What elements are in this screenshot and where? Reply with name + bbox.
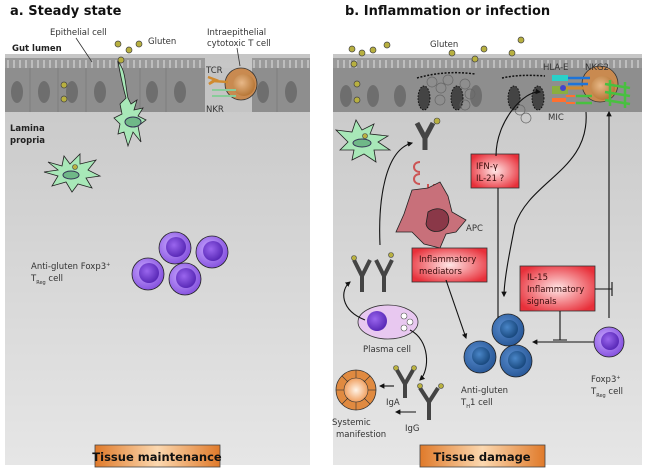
gluten-particles-a [60, 40, 143, 103]
pathway-arrows [343, 88, 613, 415]
antibody-pair-icon [351, 252, 394, 292]
panel-a-title: a. Steady state [10, 4, 122, 19]
dendritic-cell-icon [43, 153, 102, 193]
th1-cell-cluster-icon [463, 313, 533, 378]
panel-b-title: b. Inflammation or infection [345, 4, 550, 19]
igg-label: IgG [405, 424, 420, 434]
epithelial-cell-label: Epithelial cell [50, 28, 107, 38]
dendritic-cell-icon [334, 119, 392, 163]
nkr-label: NKR [206, 105, 224, 115]
tissue-maintenance-label: Tissue maintenance [92, 450, 222, 464]
iel-label-line2: cytotoxic T cell [207, 39, 271, 49]
gluten-label-b: Gluten [430, 40, 458, 50]
tissue-damage-label: Tissue damage [433, 450, 530, 464]
foxp3-label: Foxp3+ [591, 375, 621, 385]
iga-label: IgA [386, 398, 400, 408]
inflammatory-signals-label-1: Inflammatory [527, 285, 584, 295]
ifn-gamma-label: IFN-γ [476, 162, 498, 172]
activated-iel-icon [552, 65, 631, 108]
dendritic-cell-icon [113, 60, 147, 148]
tissue-damage-box [419, 444, 546, 468]
apc-label: APC [466, 224, 483, 234]
th1-label-2: TH1 cell [460, 398, 493, 410]
treg-label-a-line1: Anti-gluten Foxp3+ [31, 262, 110, 272]
il-21-label: IL-21 ? [476, 174, 504, 184]
nkg2-label: NKG2 [585, 63, 609, 73]
treg-cell-cluster-icon [131, 231, 229, 296]
panel-a-background [5, 54, 310, 465]
iga-icon [393, 365, 417, 398]
mic-label: MIC [548, 113, 564, 123]
panel-a: a. Steady state Gut lumen Epithelial cel… [5, 4, 310, 468]
gluten-particles-b [348, 36, 525, 104]
tcr-label: TCR [205, 66, 223, 76]
igg-icon [417, 383, 444, 420]
panel-b-background [333, 54, 642, 465]
inflammatory-mediators-box: Inflammatory mediators [411, 247, 488, 283]
hla-e-label: HLA-E [543, 63, 568, 73]
il-15-label: IL-15 [527, 273, 548, 283]
iel-label-line1: Intraepithelial [207, 28, 266, 38]
epithelium-a [5, 58, 310, 112]
systemic-manifestation-icon [335, 369, 377, 411]
il15-signals-box: IL-15 Inflammatory signals [519, 265, 596, 312]
systemic-label-2: manifestion [336, 430, 386, 440]
lamina-propria-label-1: Lamina [10, 124, 45, 134]
treg-label-a-line2: TReg cell [30, 274, 63, 286]
plasma-cell-icon [357, 304, 419, 340]
intraepithelial-t-cell-icon [205, 67, 258, 112]
th1-label-1: Anti-gluten [461, 386, 508, 396]
systemic-label-1: Systemic [332, 418, 371, 428]
epithelial-cell-pointer [75, 37, 93, 63]
apc-icon [395, 181, 467, 249]
gluten-label-a: Gluten [148, 37, 176, 47]
inflammatory-label: Inflammatory [419, 255, 476, 265]
treg-cell-icon [593, 326, 625, 358]
gut-lumen-label: Gut lumen [12, 44, 62, 54]
iel-pointer [236, 47, 241, 67]
inflammatory-signals-label-2: signals [527, 297, 557, 307]
ifn-il21-box: IFN-γ IL-21 ? [470, 153, 520, 189]
panel-b: b. Inflammation or infection Gluten HLA-… [332, 4, 642, 468]
lamina-propria-label-2: propria [10, 136, 45, 146]
mediators-label: mediators [419, 267, 463, 277]
treg-label-b: TReg cell [590, 387, 623, 399]
plasma-cell-label: Plasma cell [363, 345, 411, 355]
tissue-maintenance-box [94, 444, 221, 468]
